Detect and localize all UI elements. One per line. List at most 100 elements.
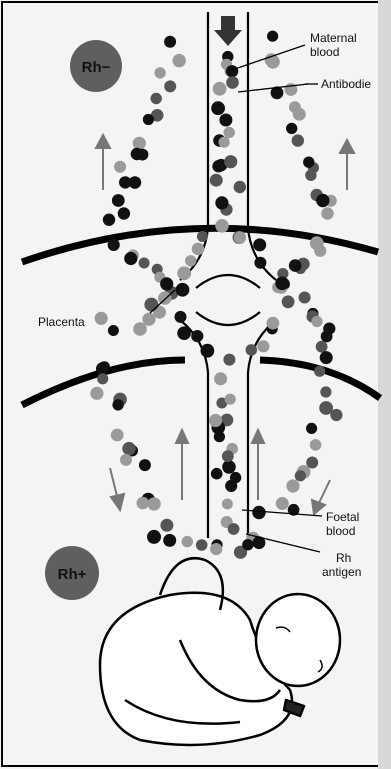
antibodies-label: Antibodie — [321, 77, 371, 91]
blood-cell — [122, 442, 135, 455]
blood-cell — [112, 194, 125, 207]
blood-cell — [305, 170, 316, 181]
page-shadow — [378, 0, 391, 769]
blood-cell — [133, 322, 147, 336]
blood-cell — [314, 366, 325, 377]
blood-cell — [320, 386, 331, 397]
blood-cell — [137, 497, 150, 510]
blood-cell — [139, 258, 150, 269]
blood-cell — [164, 80, 176, 92]
blood-cell — [124, 252, 137, 265]
blood-cell — [137, 149, 149, 161]
blood-cell — [316, 341, 328, 353]
blood-cell — [144, 298, 158, 312]
blood-cell — [209, 414, 222, 427]
blood-cell — [173, 54, 186, 67]
blood-cell — [267, 31, 278, 42]
blood-cell — [219, 137, 230, 148]
blood-cell — [286, 123, 297, 134]
blood-cell — [95, 312, 108, 325]
blood-cell — [295, 470, 306, 481]
blood-cell — [257, 340, 269, 352]
blood-cell — [320, 351, 333, 364]
blood-cell — [316, 194, 329, 207]
blood-cell — [182, 536, 193, 547]
flow-arrow-down-icon — [214, 16, 242, 46]
blood-cell — [276, 497, 289, 510]
rh-positive-badge: Rh+ — [45, 546, 99, 600]
blood-cell — [225, 394, 236, 405]
placenta-label: Placenta — [38, 315, 85, 329]
blood-cell — [303, 157, 314, 168]
blood-cell — [151, 93, 162, 104]
blood-cell — [176, 283, 190, 297]
blood-cell — [210, 543, 222, 555]
blood-cell — [254, 257, 266, 269]
maternal-label-line1: Maternal — [310, 31, 357, 45]
blood-cell — [267, 317, 280, 330]
foetal-label-line2: blood — [326, 524, 355, 538]
blood-cell — [163, 534, 176, 547]
blood-cell — [219, 114, 232, 127]
blood-cell — [314, 245, 326, 257]
blood-cell — [143, 114, 154, 125]
arrow-down-right-head-icon — [312, 500, 325, 514]
arrow-down-left-head-icon — [111, 494, 124, 510]
blood-cell — [253, 238, 266, 251]
blood-cell — [191, 330, 203, 342]
blood-cell — [139, 459, 151, 471]
blood-cell — [96, 362, 109, 375]
blood-cell — [214, 372, 227, 385]
blood-cell — [212, 160, 224, 172]
foetal-label-line1: Foetal — [326, 510, 359, 524]
blood-cell — [120, 454, 132, 466]
blood-cell — [108, 325, 119, 336]
blood-cell — [111, 429, 124, 442]
blood-cell — [321, 207, 333, 219]
blood-cell — [224, 127, 235, 138]
blood-cell — [158, 291, 171, 304]
blood-cell — [246, 344, 258, 356]
blood-cell — [103, 214, 115, 226]
lower-placenta-wall-right — [260, 360, 380, 398]
blood-cell — [224, 155, 237, 168]
arrow-up-inner-left-head-icon — [176, 430, 188, 443]
blood-cell — [210, 174, 223, 187]
blood-cell — [225, 480, 237, 492]
blood-cell — [119, 176, 131, 188]
blood-cell — [293, 108, 306, 121]
blood-cell — [177, 326, 191, 340]
blood-cell — [242, 539, 253, 550]
arrow-down-right-icon — [318, 480, 330, 505]
blood-cell — [226, 76, 239, 89]
blood-cells — [90, 31, 342, 559]
blood-cell — [147, 497, 160, 510]
maternal-label-line2: blood — [310, 45, 339, 59]
rh-negative-label: Rh− — [82, 59, 111, 76]
blood-cell — [228, 523, 240, 535]
blood-cell — [223, 354, 235, 366]
arrow-up-inner-right-head-icon — [252, 430, 264, 443]
blood-cell — [222, 460, 236, 474]
blood-cell — [299, 292, 311, 304]
blood-cell — [292, 134, 304, 146]
blood-cell — [201, 344, 215, 358]
blood-cell — [147, 530, 161, 544]
blood-cell — [160, 519, 173, 532]
blood-cell — [321, 331, 333, 343]
blood-cell — [226, 65, 238, 77]
blood-cell — [282, 295, 295, 308]
blood-cell — [133, 137, 146, 150]
rh-positive-label: Rh+ — [58, 566, 87, 583]
blood-cell — [234, 231, 246, 243]
blood-cell — [164, 36, 176, 48]
blood-cell — [97, 373, 108, 384]
blood-cell — [160, 277, 173, 290]
blood-cell — [234, 181, 246, 193]
arrow-up-left-head-icon — [96, 135, 110, 148]
blood-cell — [319, 401, 333, 415]
arrow-up-right-head-icon — [340, 140, 354, 153]
blood-cell — [306, 423, 317, 434]
